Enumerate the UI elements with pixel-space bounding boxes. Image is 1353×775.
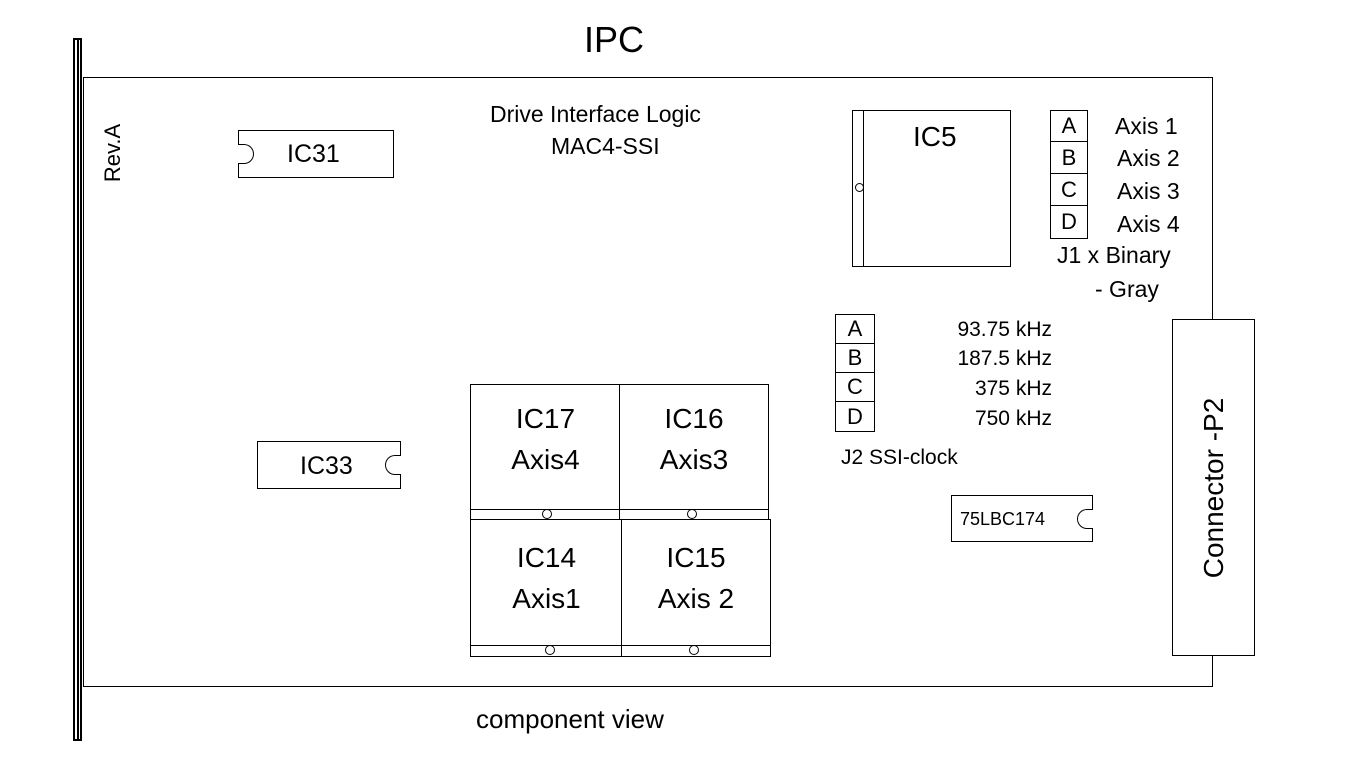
- ic16-axis-label: Axis3: [659, 443, 729, 475]
- ic33-label: IC33: [300, 452, 353, 480]
- line-driver-notch: [1077, 509, 1093, 529]
- j1-label-axis2: Axis 2: [1117, 145, 1180, 171]
- ic17-label: IC17: [515, 403, 576, 434]
- ic33-notch: [385, 455, 401, 475]
- ic14-axis-label: Axis1: [512, 582, 581, 614]
- ic15-axis-label: Axis 2: [657, 582, 735, 614]
- ic15-pin1-marker: [689, 645, 699, 655]
- ic16-label: IC16: [664, 403, 724, 434]
- ic31-notch: [238, 144, 254, 164]
- j1-cell-b: B: [1050, 141, 1088, 174]
- j1-label-axis3: Axis 3: [1117, 178, 1180, 204]
- j1-caption-line1: J1 x Binary: [1057, 242, 1171, 268]
- axis-chip-ic16: IC16 Axis3: [619, 384, 769, 521]
- j2-cell-a: A: [835, 314, 875, 344]
- connector-p2: Connector -P2: [1172, 319, 1255, 656]
- line-driver-label: 75LBC174: [960, 509, 1046, 529]
- j2-label-d: 750 kHz: [974, 407, 1052, 430]
- connector-p2-label: Connector -P2: [1197, 397, 1229, 578]
- ic14-pin1-marker: [545, 645, 555, 655]
- j2-caption: J2 SSI-clock: [841, 446, 958, 469]
- j1-cell-a: A: [1050, 110, 1088, 142]
- ic33-chip: IC33: [257, 441, 401, 489]
- j2-cell-b: B: [835, 343, 875, 373]
- diagram-caption: component view: [476, 704, 664, 734]
- axis-chip-ic14: IC14 Axis1: [470, 519, 623, 657]
- j2-cell-d: D: [835, 401, 875, 432]
- ic31-label: IC31: [287, 140, 340, 168]
- j2-label-a: 93.75 kHz: [957, 318, 1052, 341]
- ic5-label: IC5: [913, 121, 957, 152]
- board-heading-line1: Drive Interface Logic: [490, 101, 701, 127]
- line-driver-chip: 75LBC174: [951, 495, 1093, 542]
- front-panel-rail: [73, 38, 82, 741]
- j2-label-b: 187.5 kHz: [957, 347, 1052, 370]
- ic17-pin1-marker: [542, 509, 552, 519]
- ic16-pin1-marker: [687, 509, 697, 519]
- board-heading-line2: MAC4-SSI: [551, 133, 660, 159]
- j2-label-c: 375 kHz: [974, 377, 1052, 400]
- ic14-label: IC14: [516, 542, 577, 573]
- revision-label: Rev.A: [100, 123, 126, 183]
- ic5-chip: IC5: [852, 110, 1011, 267]
- j1-caption-line2: - Gray: [1095, 276, 1159, 302]
- j1-label-axis4: Axis 4: [1117, 211, 1180, 237]
- axis-chip-ic17: IC17 Axis4: [470, 384, 621, 521]
- diagram-title: IPC: [584, 19, 645, 60]
- j2-cell-c: C: [835, 372, 875, 402]
- j1-cell-d: D: [1050, 205, 1088, 239]
- j1-cell-c: C: [1050, 173, 1088, 206]
- axis-chip-ic15: IC15 Axis 2: [621, 519, 771, 657]
- j1-label-axis1: Axis 1: [1115, 113, 1178, 139]
- ic17-axis-label: Axis4: [511, 443, 580, 475]
- ic5-pin1-marker: [855, 183, 864, 192]
- ic15-label: IC15: [666, 542, 726, 573]
- ic31-chip: IC31: [238, 130, 394, 178]
